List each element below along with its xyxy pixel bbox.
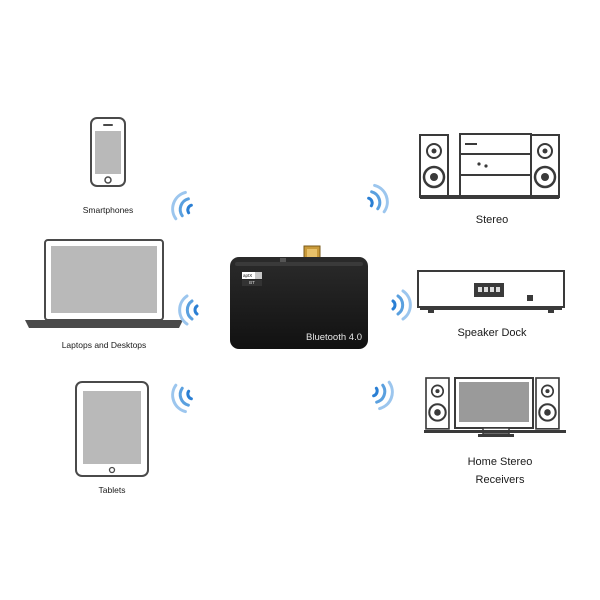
smartphone-icon xyxy=(90,117,126,187)
bluetooth-receiver xyxy=(230,245,368,349)
laptop-icon xyxy=(25,239,183,328)
hub-label: Bluetooth 4.0 xyxy=(306,332,362,343)
label-receivers: Receivers xyxy=(475,474,525,486)
label-tablets: Tablets xyxy=(98,485,126,495)
label-speaker-dock: Speaker Dock xyxy=(457,327,527,339)
aptx-badge xyxy=(242,272,262,286)
wireless-signal-icon xyxy=(363,181,412,413)
label-laptops-and-desktops: Laptops and Desktops xyxy=(61,340,147,350)
wireless-signal-icon xyxy=(167,188,199,416)
hub-badge-bottom: BT xyxy=(249,280,255,285)
tablet-icon xyxy=(75,381,149,477)
label-smartphones: Smartphones xyxy=(82,205,134,215)
label-home-stereo: Home Stereo xyxy=(467,456,533,468)
hub-badge-top: aptX xyxy=(243,273,253,278)
label-stereo: Stereo xyxy=(475,214,509,226)
